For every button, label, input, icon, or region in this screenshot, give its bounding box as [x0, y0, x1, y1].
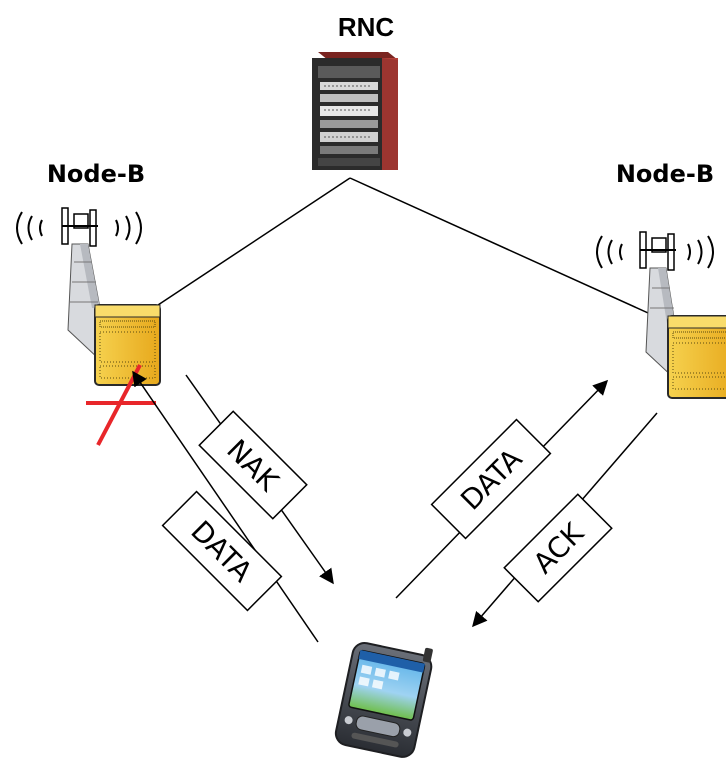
node-b-right-tower-icon	[596, 231, 726, 399]
right-data-message-box: DATA	[430, 418, 552, 540]
mobile-phone-icon	[334, 642, 433, 758]
node-b-left-label: Node-B	[47, 160, 145, 188]
rnc-server-icon	[312, 52, 398, 170]
node-b-right-label: Node-B	[616, 160, 714, 188]
link-rnc-right	[349, 177, 669, 323]
link-rnc-left	[157, 177, 351, 306]
arrow-left-data	[132, 370, 319, 643]
ack-message-box: ACK	[503, 493, 613, 603]
rnc-label: RNC	[338, 12, 395, 42]
node-b-left-tower-icon	[16, 207, 161, 386]
nak-message-box: NAK	[198, 410, 308, 520]
